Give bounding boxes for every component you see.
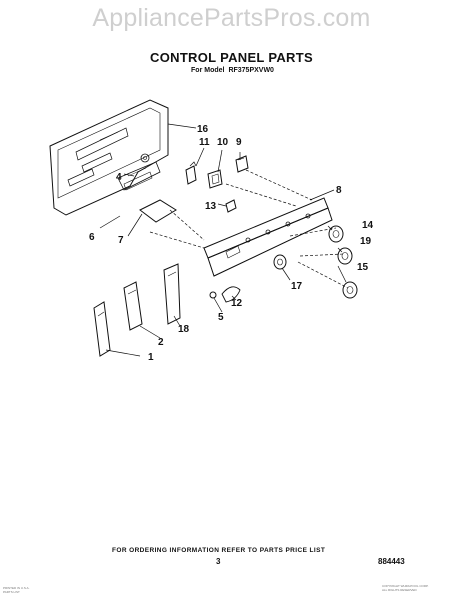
callout-15: 15 <box>357 262 369 273</box>
callout-10: 10 <box>217 137 229 148</box>
callout-17: 17 <box>291 281 303 292</box>
fine-print-right-line-2: ALL RIGHTS RESERVED <box>382 587 417 592</box>
callout-16: 16 <box>197 124 209 135</box>
part-5-screw <box>209 291 217 299</box>
callout-8: 8 <box>336 185 342 196</box>
callout-1: 1 <box>148 352 154 363</box>
part-1-end-cap <box>93 301 111 357</box>
fine-print-left: PRINTED IN U.S.A. PARTS LIST <box>3 586 30 594</box>
fine-print-right-line-1: COPYRIGHT WHIRLPOOL CORP. <box>382 584 429 588</box>
callout-7: 7 <box>118 235 124 246</box>
part-16-backguard-panel <box>49 99 169 216</box>
callout-12: 12 <box>231 298 243 309</box>
leader-lines <box>99 123 349 357</box>
callout-13: 13 <box>205 201 217 212</box>
model-number: RF375PXVW0 <box>228 67 274 74</box>
watermark-text: AppliancePartsPros.com <box>92 4 371 32</box>
callout-4: 4 <box>116 172 122 183</box>
callout-18: 18 <box>178 324 190 335</box>
diagram-title: CONTROL PANEL PARTS <box>150 50 313 65</box>
callout-9: 9 <box>236 137 242 148</box>
part-18-bracket <box>163 263 181 325</box>
part-10-switch <box>207 169 223 189</box>
part-19-knob <box>337 247 353 265</box>
ordering-footer-note: FOR ORDERING INFORMATION REFER TO PARTS … <box>112 547 326 554</box>
callout-labels: 16 11 10 9 4 8 13 14 6 7 19 15 17 12 5 1… <box>89 124 374 363</box>
part-11-switch <box>185 161 197 185</box>
part-13-clip <box>225 199 237 213</box>
model-line: For Model RF375PXVW0 <box>0 67 463 74</box>
part-9-switch <box>235 155 249 173</box>
fine-print-left-line-2: PARTS LIST <box>3 589 20 594</box>
part-17-knob <box>273 254 287 270</box>
part-7-lens <box>139 199 177 223</box>
callout-14: 14 <box>362 220 374 231</box>
fine-print-right: COPYRIGHT WHIRLPOOL CORP. ALL RIGHTS RES… <box>382 584 429 592</box>
part-14-knob <box>328 225 344 243</box>
callout-5: 5 <box>218 312 224 323</box>
part-15-knob <box>342 281 358 299</box>
part-4-clock-module <box>117 161 161 191</box>
fine-print-left-line-1: PRINTED IN U.S.A. <box>3 586 30 590</box>
model-prefix: For Model <box>191 67 225 74</box>
part-2-end-cap <box>123 281 143 331</box>
callout-2: 2 <box>158 337 164 348</box>
callout-19: 19 <box>360 236 372 247</box>
page-number: 3 <box>216 557 221 566</box>
callout-11: 11 <box>199 137 210 148</box>
part-8-control-panel <box>203 197 333 277</box>
callout-6: 6 <box>89 232 95 243</box>
part-12-wire-clip <box>221 286 241 303</box>
drawing-code: 884443 <box>378 557 405 566</box>
